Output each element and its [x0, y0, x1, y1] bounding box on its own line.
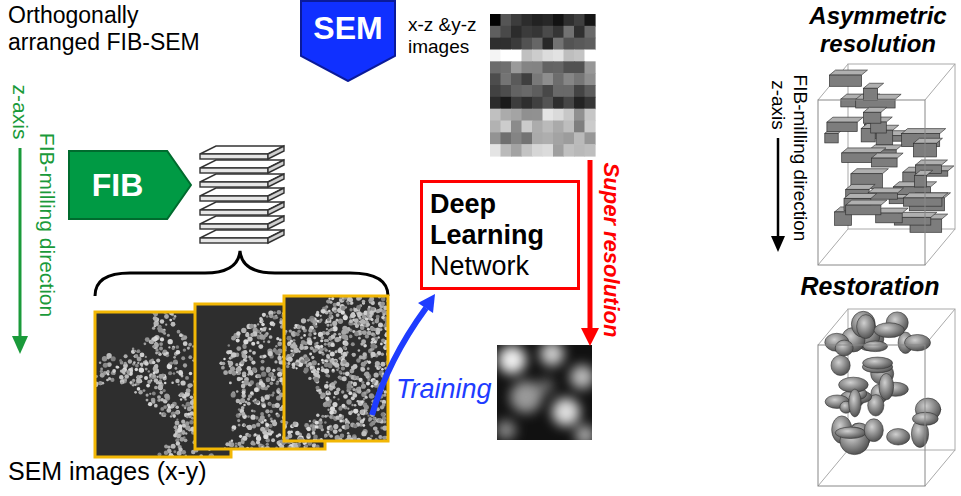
slice	[268, 188, 284, 201]
slice	[200, 210, 268, 215]
axis-label: FIB-milling direction	[789, 75, 811, 242]
image-caption: x-z &y-z images	[408, 14, 488, 58]
fib-column: FIB	[68, 150, 192, 220]
slice	[200, 196, 268, 201]
slice	[200, 182, 268, 187]
network-box: Deep LearningNetwork	[420, 180, 580, 290]
slice	[268, 230, 284, 243]
restored-image	[497, 345, 592, 440]
image-frame	[284, 296, 388, 441]
z-axis-arrow	[771, 138, 785, 252]
slice	[200, 224, 268, 229]
node-text: FIB	[68, 150, 167, 220]
z-axis-arrow	[12, 148, 28, 354]
slice	[268, 202, 284, 215]
axis-label: FIB-milling direction	[35, 133, 59, 317]
image-caption: SEM images (x-y)	[8, 457, 207, 486]
axis-label: z-axis	[767, 80, 789, 130]
slice	[268, 174, 284, 187]
node-text: SEM	[300, 0, 396, 56]
sem-column: SEM	[300, 0, 396, 82]
xz-image	[490, 14, 596, 157]
arrow-label: Training	[396, 374, 492, 405]
sem-image	[284, 296, 388, 441]
slice	[268, 146, 284, 159]
axis-label: z-axis	[8, 85, 32, 140]
fib-label: FIB	[92, 167, 144, 204]
super-resolution-arrow	[581, 160, 599, 346]
arrow-label: Super resolution	[598, 163, 624, 338]
bracket	[95, 251, 388, 296]
sem-label: SEM	[313, 10, 382, 47]
slice	[268, 160, 284, 173]
panel-title: Restoration	[790, 272, 950, 301]
sem-images	[93, 295, 390, 459]
setup-title: Orthogonally arranged FIB-SEM	[8, 2, 213, 56]
slice	[200, 168, 268, 173]
node-text: Deep LearningNetwork	[430, 186, 570, 284]
network-title: Deep Learning	[430, 189, 570, 251]
slice-stack	[200, 146, 284, 243]
network-subtitle: Network	[430, 251, 529, 282]
slice	[268, 216, 284, 229]
asymmetric-volume	[818, 64, 955, 265]
panel-title: Asymmetric resolution	[800, 2, 956, 58]
restored-volume	[818, 309, 955, 486]
slice	[200, 154, 268, 159]
slice	[200, 238, 268, 243]
